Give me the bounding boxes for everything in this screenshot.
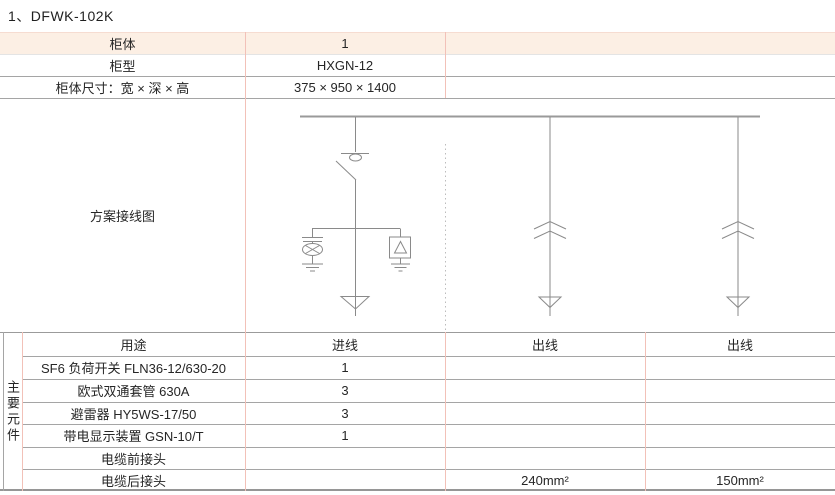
cabinet-row-label: 柜体 xyxy=(109,36,136,52)
grid-line-h xyxy=(0,76,835,77)
grid-line-v xyxy=(445,32,446,98)
component-qty-outgoing xyxy=(645,379,835,402)
grid-line-v xyxy=(3,332,4,491)
grid-line-h xyxy=(22,379,835,380)
grid-line-h xyxy=(0,32,835,33)
component-qty-outgoing xyxy=(645,424,835,447)
load-switch-icon xyxy=(335,117,369,181)
component-qty-outgoing xyxy=(445,379,645,402)
cabinet-row-label: 柜体尺寸：宽 × 深 × 高 xyxy=(55,80,190,96)
cable-terminal-icon xyxy=(725,296,751,309)
ground-icon xyxy=(302,263,323,272)
grid-line-h xyxy=(22,356,835,357)
grid-line-h xyxy=(0,489,835,491)
usage-header-outgoing: 出线 xyxy=(531,337,558,353)
grid-line-h xyxy=(0,332,835,333)
bushing-connector-icon xyxy=(533,220,567,239)
component-row-label: 带电显示装置 GSN-10/T xyxy=(63,429,204,444)
grid-line-h xyxy=(22,424,835,425)
component-qty-incoming: 1 xyxy=(341,428,349,443)
grid-line-h xyxy=(22,469,835,470)
grid-line-v xyxy=(645,332,646,491)
component-row-label: SF6 负荷开关 FLN36-12/630-20 xyxy=(41,361,226,376)
component-qty-outgoing xyxy=(645,356,835,379)
diagram-label: 方案接线图 xyxy=(89,208,155,224)
grid-line-v xyxy=(445,332,446,491)
component-row-label: 欧式双通套管 630A xyxy=(77,384,190,399)
usage-header-label: 用途 xyxy=(120,337,147,353)
cabinet-row-label: 柜型 xyxy=(109,58,136,74)
arrester-icon xyxy=(389,228,411,264)
incoming-feeder-symbol xyxy=(302,117,411,316)
page-title: 1、DFWK-102K xyxy=(8,8,114,24)
usage-header-incoming: 进线 xyxy=(331,337,358,353)
component-qty-outgoing xyxy=(445,424,645,447)
component-qty-outgoing xyxy=(445,356,645,379)
component-qty-outgoing xyxy=(645,447,835,469)
component-qty-incoming: 3 xyxy=(341,405,349,421)
component-qty-incoming: 3 xyxy=(341,383,349,398)
cable-terminal-icon xyxy=(537,296,563,309)
grid-line-v xyxy=(22,332,23,491)
header-row-background xyxy=(0,32,835,54)
ground-icon xyxy=(391,263,410,272)
component-qty-incoming xyxy=(245,469,445,491)
cabinet-row-value: 375 × 950 × 1400 xyxy=(294,79,396,95)
grid-line-h xyxy=(0,54,835,55)
live-display-icon xyxy=(302,228,323,264)
component-row-label: 电缆前接头 xyxy=(100,451,166,467)
outgoing-feeder-symbol xyxy=(721,117,755,316)
grid-line-h xyxy=(22,447,835,448)
cabinet-row-value: HXGN-12 xyxy=(316,57,374,73)
cabinet-row-value: 1 xyxy=(341,35,349,51)
components-group-label: 主要元件 xyxy=(5,379,20,444)
component-row-label: 电缆后接头 xyxy=(100,473,166,489)
component-qty-outgoing xyxy=(445,402,645,424)
component-qty-outgoing: 240mm² xyxy=(521,472,569,488)
component-qty-incoming: 1 xyxy=(341,360,349,375)
cable-terminal-icon xyxy=(339,296,371,310)
component-qty-outgoing xyxy=(445,447,645,469)
outgoing-feeder-symbol xyxy=(533,117,567,316)
grid-line-h xyxy=(22,402,835,403)
component-qty-incoming xyxy=(245,447,445,469)
usage-header-outgoing: 出线 xyxy=(726,337,753,353)
bushing-connector-icon xyxy=(721,220,755,239)
grid-line-v xyxy=(245,32,246,491)
component-row-label: 避雷器 HY5WS-17/50 xyxy=(70,406,197,422)
component-qty-outgoing xyxy=(645,402,835,424)
component-qty-outgoing: 150mm² xyxy=(716,472,764,488)
grid-line-h xyxy=(0,98,835,99)
